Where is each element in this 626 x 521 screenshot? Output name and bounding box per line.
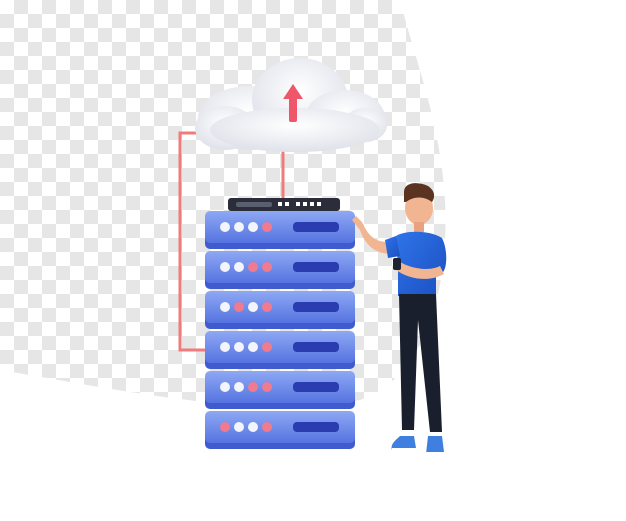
drive-slot [293, 302, 339, 312]
status-led [262, 302, 272, 312]
status-led [234, 342, 244, 352]
server-unit [205, 371, 355, 409]
status-led [234, 222, 244, 232]
status-led [220, 422, 230, 432]
status-led [262, 262, 272, 272]
status-led [234, 302, 244, 312]
server-rack [205, 211, 355, 449]
status-led [220, 342, 230, 352]
network-cable [178, 131, 285, 352]
status-led [220, 222, 230, 232]
status-led [248, 342, 258, 352]
server-unit [205, 331, 355, 369]
status-led [220, 382, 230, 392]
server-unit [205, 411, 355, 449]
status-led [262, 342, 272, 352]
status-led [248, 262, 258, 272]
cloud [195, 58, 387, 152]
upload-arrow-icon [283, 84, 303, 122]
status-led [234, 422, 244, 432]
server-unit [205, 211, 355, 249]
drive-slot [293, 382, 339, 392]
status-led [248, 222, 258, 232]
status-led [234, 382, 244, 392]
status-led [220, 302, 230, 312]
status-led [248, 382, 258, 392]
server-unit [205, 291, 355, 329]
person [352, 183, 447, 456]
status-led [234, 262, 244, 272]
drive-slot [293, 342, 339, 352]
server-unit [205, 251, 355, 289]
server-top-cap [228, 198, 340, 211]
drive-slot [293, 222, 339, 232]
status-led [262, 422, 272, 432]
status-led [248, 302, 258, 312]
drive-slot [293, 422, 339, 432]
status-led [262, 382, 272, 392]
drive-slot [293, 262, 339, 272]
status-led [248, 422, 258, 432]
status-led [220, 262, 230, 272]
status-led [262, 222, 272, 232]
